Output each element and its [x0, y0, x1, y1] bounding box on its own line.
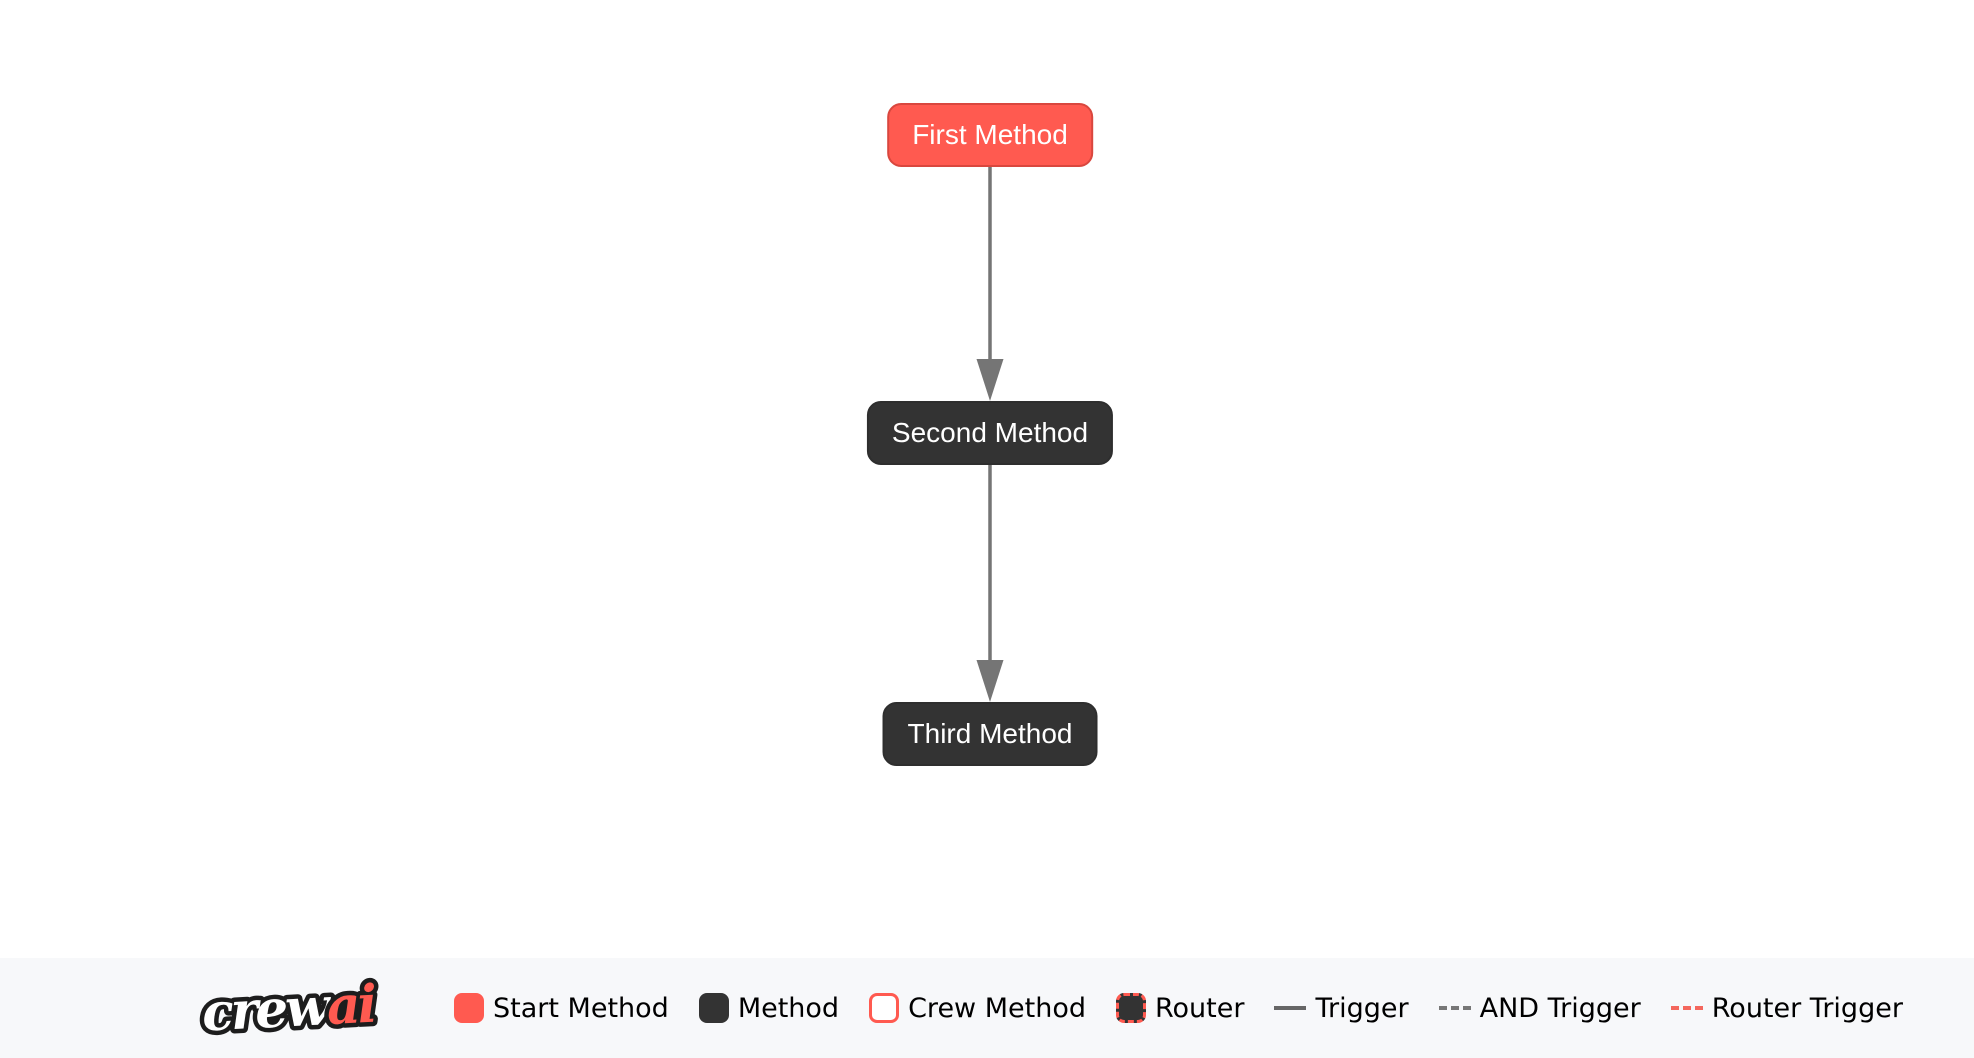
legend-label: Router	[1154, 992, 1245, 1024]
legend-items: Start Method Method Crew Method Router T…	[454, 993, 1903, 1024]
logo-text-crew: crew	[201, 976, 334, 1044]
legend-item-router-trigger: Router Trigger	[1670, 992, 1903, 1024]
legend-label: Method	[737, 992, 840, 1024]
svg-text:crewai: crewai	[201, 974, 378, 1044]
legend-label: Crew Method	[908, 992, 1086, 1024]
legend-item-method: Method	[698, 992, 840, 1024]
node-third-method[interactable]: Third Method	[882, 702, 1098, 766]
router-trigger-line-icon	[1670, 1006, 1703, 1010]
trigger-line-icon	[1274, 1006, 1307, 1010]
method-swatch-icon	[698, 993, 729, 1023]
legend-label: AND Trigger	[1479, 992, 1641, 1024]
flow-canvas[interactable]: First Method Second Method Third Method	[0, 0, 1974, 958]
crew-method-swatch-icon	[869, 993, 900, 1023]
and-trigger-line-icon	[1438, 1006, 1471, 1010]
edge-trigger-second-third	[976, 465, 1004, 702]
crewai-logo: crewai	[198, 969, 382, 1047]
start-method-swatch-icon	[454, 993, 484, 1023]
legend-label: Start Method	[493, 992, 669, 1024]
flow-edges	[976, 167, 1004, 702]
router-swatch-icon	[1115, 993, 1146, 1023]
edge-trigger-first-second	[976, 167, 1004, 401]
legend-item-trigger: Trigger	[1274, 992, 1409, 1024]
legend-item-start-method: Start Method	[454, 993, 669, 1024]
node-second-method[interactable]: Second Method	[866, 401, 1114, 465]
node-first-method[interactable]: First Method	[887, 103, 1093, 167]
legend-bar: crewai Start Method Method Crew Method R…	[0, 958, 1974, 1058]
legend-item-and-trigger: AND Trigger	[1438, 992, 1641, 1024]
legend-label: Trigger	[1315, 992, 1409, 1024]
legend-item-router: Router	[1115, 992, 1245, 1024]
legend-label: Router Trigger	[1711, 992, 1903, 1024]
legend-item-crew-method: Crew Method	[869, 993, 1086, 1024]
logo-text-ai: ai	[325, 974, 377, 1037]
